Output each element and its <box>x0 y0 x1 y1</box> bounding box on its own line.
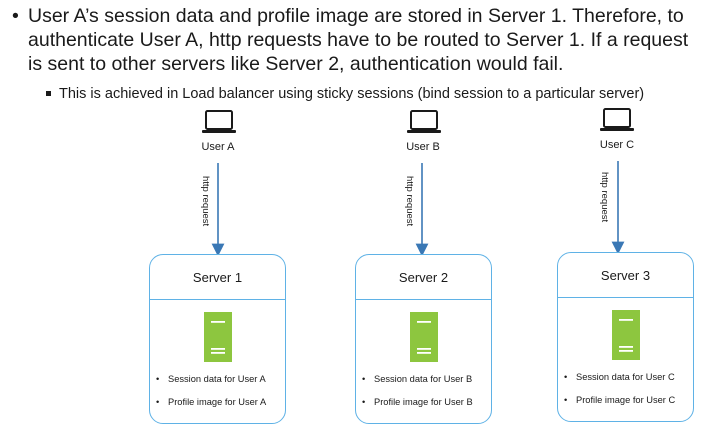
list-item: •Profile image for User C <box>564 395 676 405</box>
user-a-label: User A <box>201 141 235 153</box>
server-2-items: •Session data for User B •Profile image … <box>356 373 491 419</box>
sub-bullet: This is achieved in Load balancer using … <box>46 85 676 103</box>
http-request-label-a: http request <box>200 176 211 227</box>
user-b-label: User B <box>406 141 440 153</box>
server-1-items: •Session data for User A •Profile image … <box>150 373 285 419</box>
user-c-label: User C <box>599 139 635 151</box>
list-item: •Session data for User C <box>564 372 675 382</box>
http-request-label-c: http request <box>599 172 610 223</box>
server-3-box: Server 3 •Session data for User C •Profi… <box>557 252 694 422</box>
sub-bullet-text: This is achieved in Load balancer using … <box>59 86 645 102</box>
server-1-title: Server 1 <box>150 255 285 300</box>
server-3-items: •Session data for User C •Profile image … <box>558 371 693 417</box>
server-rack-icon <box>409 312 438 362</box>
server-2-box: Server 2 •Session data for User B •Profi… <box>355 254 492 424</box>
http-request-label-b: http request <box>404 176 415 227</box>
list-item: •Profile image for User A <box>156 397 267 407</box>
laptop-icon <box>202 110 236 133</box>
server-1-box: Server 1 •Session data for User A •Profi… <box>149 254 286 424</box>
list-item: •Session data for User B <box>362 374 473 384</box>
server-2-title: Server 2 <box>356 255 491 300</box>
bullet-square <box>46 91 51 96</box>
main-bullet: • User A’s session data and profile imag… <box>12 4 692 76</box>
list-item: •Session data for User A <box>156 374 266 384</box>
main-bullet-text: User A’s session data and profile image … <box>28 5 689 75</box>
server-rack-icon <box>611 310 640 360</box>
laptop-icon <box>407 110 441 133</box>
laptop-icon <box>600 108 634 131</box>
bullet-dot: • <box>12 5 19 27</box>
server-rack-icon <box>203 312 232 362</box>
server-3-title: Server 3 <box>558 253 693 298</box>
list-item: •Profile image for User B <box>362 397 473 407</box>
